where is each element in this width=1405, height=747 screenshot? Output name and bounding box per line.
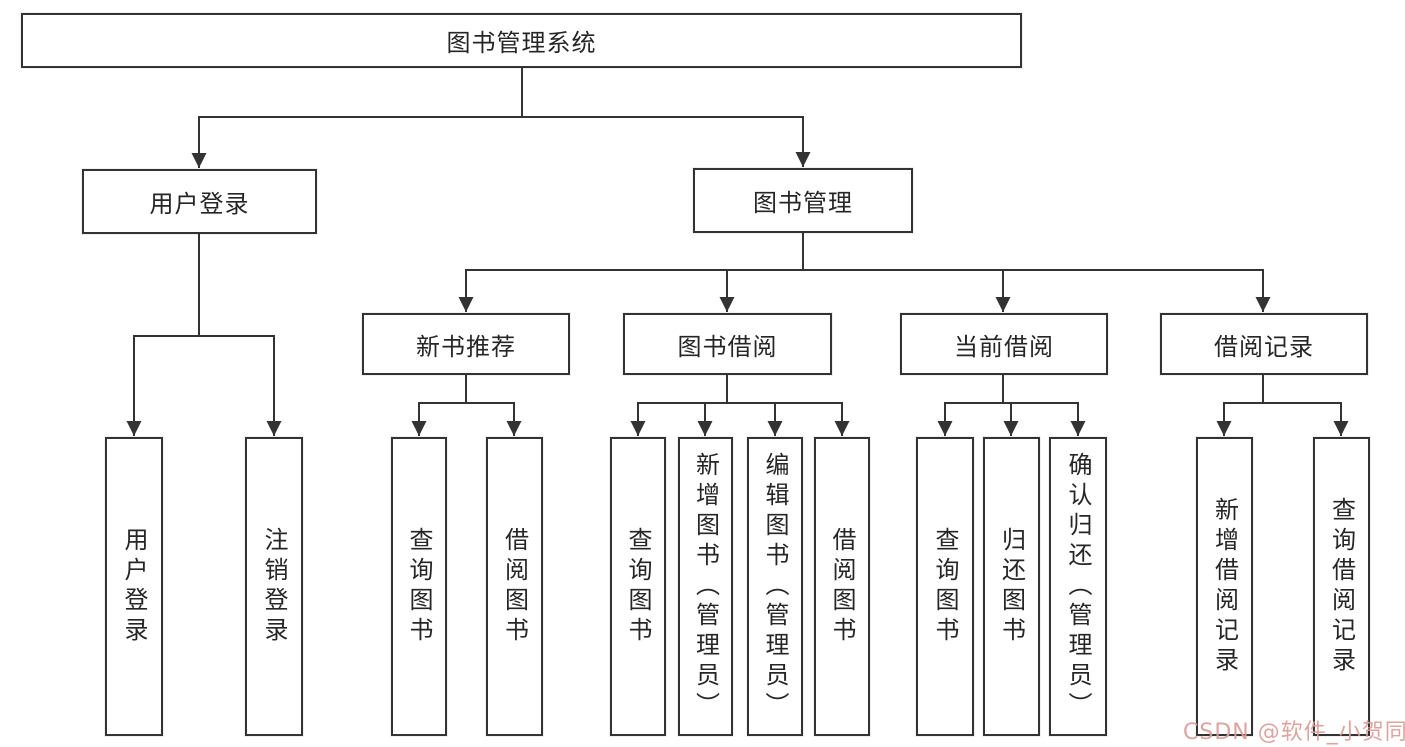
node-label: 查询图书 bbox=[931, 526, 959, 647]
node-label: 用户登录 bbox=[149, 190, 250, 218]
node-label: 借阅图书 bbox=[828, 526, 856, 647]
node-label: 查询图书 bbox=[405, 526, 433, 647]
node-label: 用户登录 bbox=[120, 526, 148, 647]
node-label: 借阅记录 bbox=[1214, 332, 1314, 361]
node-user-login: 用户登录 bbox=[82, 169, 317, 234]
node-leaf-borrow-book-1: 借阅图书 bbox=[486, 437, 543, 736]
node-book-management: 图书管理 bbox=[693, 168, 913, 233]
node-leaf-confirm-return-admin: 确认归还（管理员） bbox=[1049, 437, 1107, 736]
node-leaf-query-book-3: 查询图书 bbox=[916, 437, 974, 736]
node-label: 图书管理系统 bbox=[446, 29, 597, 57]
node-label: 归还图书 bbox=[997, 526, 1026, 647]
node-leaf-user-login: 用户登录 bbox=[105, 437, 163, 736]
node-root: 图书管理系统 bbox=[21, 13, 1022, 68]
node-leaf-add-book-admin: 新增图书（管理员） bbox=[678, 437, 733, 736]
node-leaf-query-book-2: 查询图书 bbox=[610, 437, 666, 736]
node-leaf-return-book: 归还图书 bbox=[983, 437, 1040, 736]
node-label: 当前借阅 bbox=[954, 332, 1054, 361]
node-label: 新书推荐 bbox=[416, 332, 516, 361]
node-label: 图书管理 bbox=[753, 189, 853, 217]
node-leaf-logout: 注销登录 bbox=[245, 437, 303, 736]
node-book-borrow: 图书借阅 bbox=[623, 313, 832, 375]
node-leaf-borrow-book-2: 借阅图书 bbox=[814, 437, 870, 736]
node-leaf-query-book-1: 查询图书 bbox=[391, 437, 447, 736]
node-label: 新增图书（管理员） bbox=[691, 451, 720, 722]
csdn-watermark: CSDN @软件_小贺同学 bbox=[1183, 720, 1405, 745]
node-borrow-record: 借阅记录 bbox=[1160, 313, 1368, 375]
node-label: 新增借阅记录 bbox=[1210, 496, 1239, 677]
node-new-book-recommend: 新书推荐 bbox=[362, 313, 570, 375]
node-label: 借阅图书 bbox=[500, 526, 529, 647]
node-label: 注销登录 bbox=[260, 526, 288, 647]
node-label: 图书借阅 bbox=[677, 332, 778, 361]
node-label: 编辑图书（管理员） bbox=[761, 451, 789, 722]
node-leaf-query-borrow-record: 查询借阅记录 bbox=[1313, 437, 1370, 736]
node-leaf-add-borrow-record: 新增借阅记录 bbox=[1196, 437, 1253, 736]
node-label: 确认归还（管理员） bbox=[1064, 451, 1092, 722]
node-leaf-edit-book-admin: 编辑图书（管理员） bbox=[747, 437, 803, 736]
node-label: 查询借阅记录 bbox=[1327, 496, 1356, 677]
node-current-borrow: 当前借阅 bbox=[900, 313, 1108, 375]
node-label: 查询图书 bbox=[624, 526, 652, 647]
